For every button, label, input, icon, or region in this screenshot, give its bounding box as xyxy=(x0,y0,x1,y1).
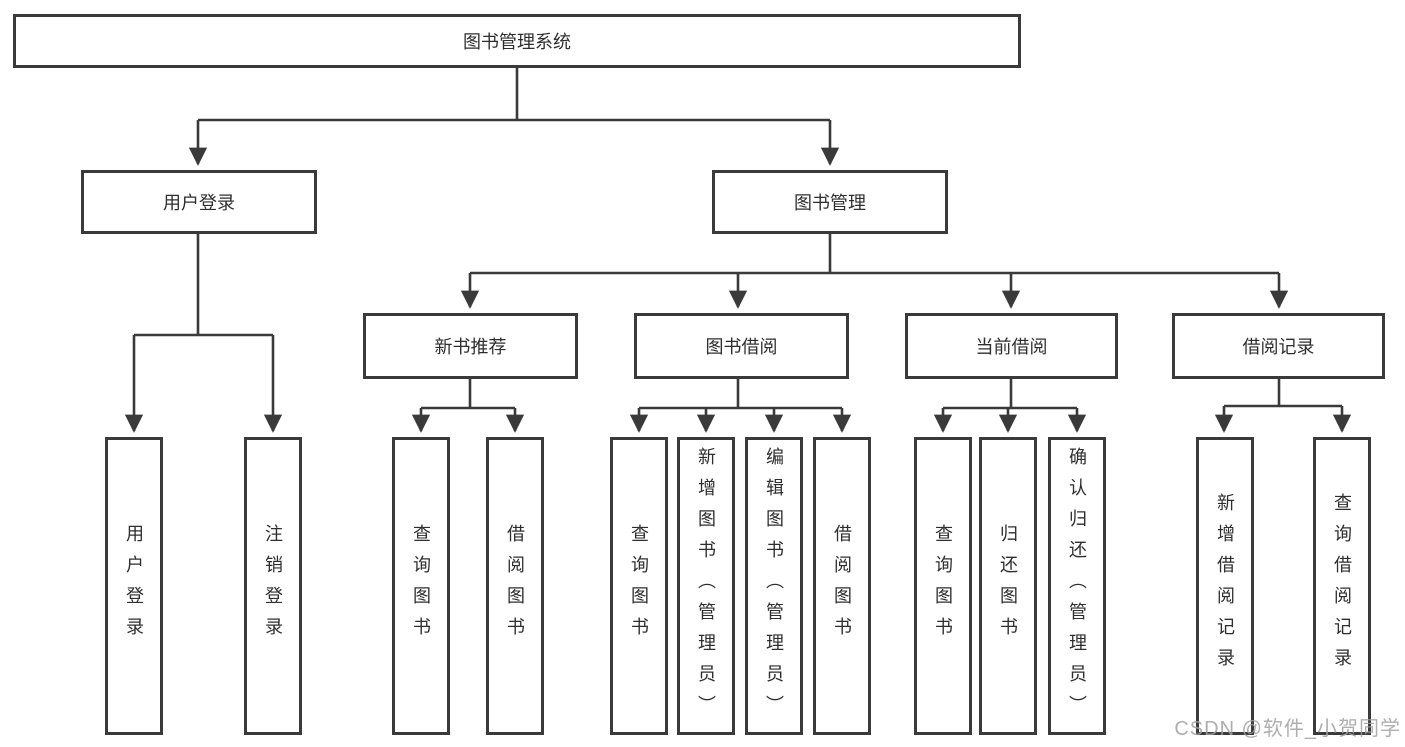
leaf-newbook-borrow-books: 借阅图书 xyxy=(486,437,544,735)
leaf-label: 注销登录 xyxy=(263,524,283,648)
node-label: 图书管理系统 xyxy=(463,32,571,52)
node-new-book-recommend: 新书推荐 xyxy=(363,313,578,379)
leaf-label: 借阅图书 xyxy=(505,524,525,648)
leaf-user-login: 用户登录 xyxy=(105,437,163,735)
leaf-records-query-record: 查询借阅记录 xyxy=(1313,437,1371,735)
node-label: 当前借阅 xyxy=(975,337,1048,357)
node-borrowing-records: 借阅记录 xyxy=(1172,313,1385,379)
leaf-label: 新增图书（管理员） xyxy=(696,446,716,726)
node-book-borrowing: 图书借阅 xyxy=(634,313,849,379)
leaf-label: 查询借阅记录 xyxy=(1332,493,1352,679)
leaf-newbook-query-books: 查询图书 xyxy=(392,437,450,735)
node-label: 新书推荐 xyxy=(434,337,507,357)
node-user-login: 用户登录 xyxy=(81,170,317,234)
watermark: CSDN @软件_小贺同学 xyxy=(1174,718,1401,740)
leaf-current-confirm-return-admin: 确认归还（管理员） xyxy=(1048,437,1106,735)
node-label: 图书借阅 xyxy=(705,337,778,357)
node-book-management: 图书管理 xyxy=(712,170,948,234)
leaf-label: 确认归还（管理员） xyxy=(1067,446,1087,726)
node-current-borrowing: 当前借阅 xyxy=(905,313,1118,379)
leaf-records-add-record: 新增借阅记录 xyxy=(1196,437,1254,735)
leaf-label: 用户登录 xyxy=(124,524,144,648)
leaf-borrow-borrow-books: 借阅图书 xyxy=(813,437,871,735)
leaf-label: 查询图书 xyxy=(411,524,431,648)
leaf-label: 新增借阅记录 xyxy=(1215,493,1235,679)
leaf-current-return-books: 归还图书 xyxy=(979,437,1037,735)
leaf-label: 编辑图书（管理员） xyxy=(764,446,784,726)
leaf-label: 查询图书 xyxy=(629,524,649,648)
leaf-label: 归还图书 xyxy=(998,524,1018,648)
node-label: 借阅记录 xyxy=(1242,337,1315,357)
leaf-label: 查询图书 xyxy=(933,524,953,648)
leaf-borrow-add-books-admin: 新增图书（管理员） xyxy=(677,437,735,735)
leaf-current-query-books: 查询图书 xyxy=(914,437,972,735)
leaf-borrow-query-books: 查询图书 xyxy=(610,437,668,735)
leaf-borrow-edit-books-admin: 编辑图书（管理员） xyxy=(745,437,803,735)
node-label: 用户登录 xyxy=(163,193,235,213)
node-library-system: 图书管理系统 xyxy=(13,14,1021,68)
node-label: 图书管理 xyxy=(794,193,866,213)
leaf-label: 借阅图书 xyxy=(832,524,852,648)
leaf-logout: 注销登录 xyxy=(244,437,302,735)
